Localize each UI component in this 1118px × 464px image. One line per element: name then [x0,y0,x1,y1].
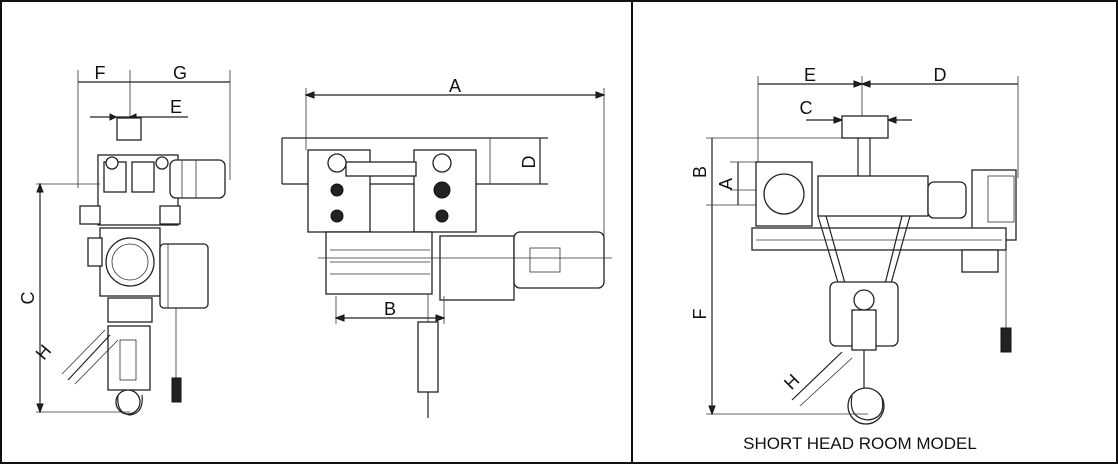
shr-dim-label-a: A [716,178,736,190]
dim-label-f: F [95,63,106,83]
short-head-room-caption: SHORT HEAD ROOM MODEL [743,434,977,453]
dim-label-d: D [519,156,539,169]
standard-front-view [281,88,612,418]
short-head-room-view [706,76,1019,425]
standard-side-view [36,70,231,416]
shr-dim-label-h: H [780,370,803,393]
shr-dim-label-e: E [804,65,816,85]
shr-dim-label-b: B [690,166,710,178]
shr-dim-label-c: C [800,98,813,118]
dim-label-g: G [173,63,187,83]
dim-label-a: A [449,76,461,96]
shr-dim-label-f: F [690,309,710,320]
dim-label-e: E [170,97,182,117]
shr-dim-label-d: D [934,65,947,85]
dim-label-h: H [32,341,56,364]
dim-label-c: C [18,292,38,305]
dim-label-b: B [384,299,396,319]
